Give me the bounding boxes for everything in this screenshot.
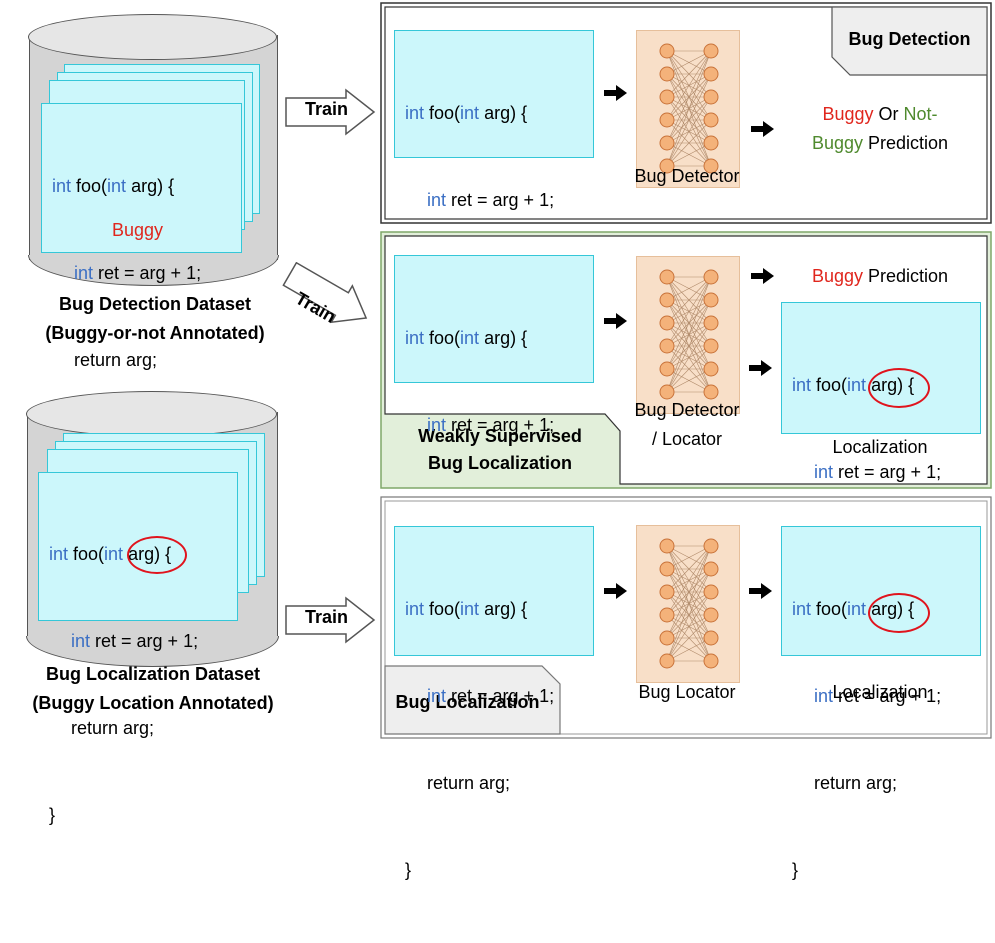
bug-localization-tag: Bug Localization — [395, 691, 540, 712]
bug-detection-tag: Bug Detection — [848, 28, 971, 49]
network-node — [703, 653, 719, 669]
network-node — [703, 361, 719, 377]
network-node — [659, 361, 675, 377]
detection-output-label: Buggy Or Not- Buggy Prediction — [811, 104, 949, 153]
detection-dataset-code-card: int foo(int arg) { int ret = arg + 1; re… — [41, 103, 242, 457]
network-node — [703, 112, 719, 128]
train-label-localization: Train — [305, 607, 349, 627]
network-node — [659, 338, 675, 354]
bug-locator-network-icon — [636, 525, 740, 683]
network-node — [703, 384, 719, 400]
arrow-icon — [749, 583, 772, 599]
network-node — [703, 584, 719, 600]
weak-output-code-card: int foo(int arg) { int ret = arg + 1; re… — [781, 302, 981, 656]
network-node — [659, 43, 675, 59]
network-node — [703, 630, 719, 646]
network-node — [703, 338, 719, 354]
network-node — [659, 66, 675, 82]
train-label-detection: Train — [305, 99, 349, 119]
arrow-icon — [604, 85, 627, 101]
network-node — [703, 89, 719, 105]
train-arrow-detection — [285, 88, 376, 136]
network-node — [659, 89, 675, 105]
network-node — [659, 292, 675, 308]
localization-output-code-card: int foo(int arg) { int ret = arg + 1; re… — [781, 526, 981, 880]
network-node — [703, 43, 719, 59]
network-node — [703, 158, 719, 174]
bug-detector-label: Bug Detector — [634, 166, 740, 186]
network-node — [703, 607, 719, 623]
localized-bug-circle — [868, 593, 930, 633]
network-node — [703, 292, 719, 308]
detection-input-code-card: int foo(int arg) { int ret = arg + 1; re… — [394, 30, 594, 384]
network-node — [659, 135, 675, 151]
weakly-supervised-tag: Weakly Supervised Bug Localization — [418, 426, 582, 473]
localization-dataset-label: Bug Localization Dataset (Buggy Location… — [32, 664, 274, 713]
network-node — [659, 315, 675, 331]
weak-input-code-card: int foo(int arg) { int ret = arg + 1; re… — [394, 255, 594, 609]
localization-dataset-code-card: int foo(int arg) { int ret = arg + 1; re… — [38, 472, 238, 825]
weak-prediction-label: Buggy Prediction — [811, 266, 949, 286]
localization-input-code-card: int foo(int arg) { int ret = arg + 1; re… — [394, 526, 594, 880]
network-node — [659, 112, 675, 128]
arrow-icon — [751, 268, 774, 284]
network-node — [703, 135, 719, 151]
arrow-icon — [749, 360, 772, 376]
network-node — [703, 315, 719, 331]
network-node — [703, 538, 719, 554]
bug-detector-locator-label: Bug Detector / Locator — [634, 400, 740, 449]
train-arrow-localization — [285, 596, 376, 644]
bug-locator-label: Bug Locator — [638, 682, 736, 702]
network-node — [659, 538, 675, 554]
localized-bug-circle — [868, 368, 930, 408]
bug-detector-network-icon — [636, 30, 740, 188]
network-node — [659, 158, 675, 174]
network-node — [659, 384, 675, 400]
arrow-icon — [604, 583, 627, 599]
network-node — [659, 653, 675, 669]
detection-dataset-label: Bug Detection Dataset (Buggy-or-not Anno… — [45, 294, 265, 343]
buggy-annotation: Buggy — [112, 220, 164, 240]
bug-detector-locator-network-icon — [636, 256, 740, 414]
network-node — [659, 584, 675, 600]
network-node — [703, 269, 719, 285]
network-node — [659, 607, 675, 623]
weak-localization-label: Localization — [832, 437, 928, 457]
arrow-icon — [751, 121, 774, 137]
network-node — [703, 561, 719, 577]
bug-location-circle — [127, 536, 187, 574]
network-node — [659, 269, 675, 285]
network-node — [703, 66, 719, 82]
localization-output-label: Localization — [832, 682, 928, 702]
network-node — [659, 561, 675, 577]
network-node — [659, 630, 675, 646]
train-arrow-weak — [282, 262, 368, 324]
arrow-icon — [604, 313, 627, 329]
